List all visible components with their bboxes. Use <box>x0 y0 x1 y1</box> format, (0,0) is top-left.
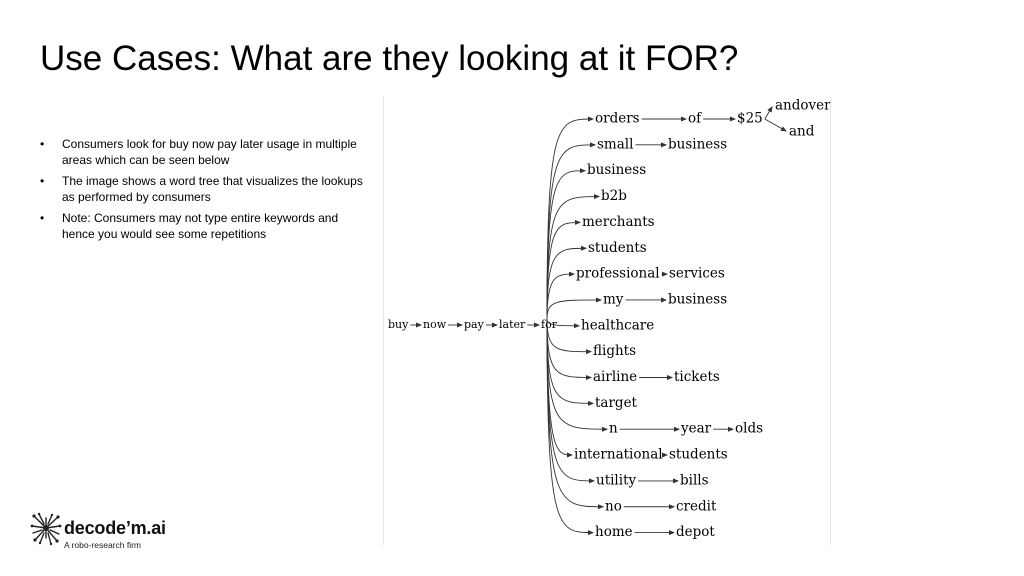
tree-edge <box>546 219 581 320</box>
word-tree: buy now pay later for orders of $25 andover and sm… <box>388 98 830 541</box>
tree-word-node: airline <box>593 369 637 385</box>
bullet-item: Consumers look for buy now pay later usa… <box>40 136 370 168</box>
bullet-item: The image shows a word tree that visuali… <box>40 173 370 205</box>
tree-edge <box>546 318 594 536</box>
tree-word-node: target <box>595 395 638 411</box>
tree-word-node: of <box>688 111 702 127</box>
tree-word-node: business <box>668 291 727 307</box>
tree-word-node: business <box>668 136 727 152</box>
tree-root-word: for <box>541 318 558 331</box>
tree-word-node: utility <box>596 472 636 488</box>
tree-word-node: tickets <box>674 369 720 385</box>
tree-word-node: $25 <box>737 111 763 127</box>
tree-word-node: olds <box>735 421 763 437</box>
tree-word-node: professional <box>576 266 660 282</box>
tree-word-node: merchants <box>582 214 655 230</box>
word-tree-panel: buy now pay later for orders of $25 andover and sm… <box>383 97 831 545</box>
tree-root-word: later <box>499 318 526 331</box>
tree-edge <box>546 297 602 320</box>
tree-edge <box>546 271 575 320</box>
tree-word-node: students <box>669 447 728 463</box>
tree-root-word: pay <box>464 318 485 331</box>
tree-word-node: and <box>789 124 815 140</box>
tree-word-node: home <box>595 524 633 540</box>
tree-word-node: international <box>574 447 663 463</box>
tree-word-node: b2b <box>601 188 627 204</box>
bullet-list: Consumers look for buy now pay later usa… <box>40 136 370 247</box>
company-logo: decode’m.ai A robo-research firm <box>30 512 230 552</box>
tree-edge <box>546 168 586 320</box>
tree-word-node: orders <box>595 111 640 127</box>
tree-edge <box>546 245 587 320</box>
tree-word-node: bills <box>680 472 709 488</box>
slide-title: Use Cases: What are they looking at it F… <box>40 39 739 78</box>
tree-word-node: flights <box>593 343 636 359</box>
tree-word-node: n <box>609 421 618 437</box>
tree-edge <box>764 106 773 120</box>
logo-tagline: A robo-research firm <box>64 540 141 550</box>
logo-name: decode’m.ai <box>64 518 166 538</box>
tree-root-word: now <box>423 318 447 331</box>
tree-word-node: small <box>597 136 633 152</box>
tree-word-node: depot <box>676 524 715 540</box>
brain-network-icon <box>30 512 62 546</box>
tree-word-node: services <box>669 266 725 282</box>
tree-word-node: credit <box>676 498 717 514</box>
tree-word-node: my <box>603 291 624 307</box>
bullet-item: Note: Consumers may not type entire keyw… <box>40 210 370 242</box>
tree-word-node: no <box>605 498 622 514</box>
tree-word-node: year <box>680 421 712 437</box>
tree-word-node: andover <box>775 98 830 114</box>
tree-edge <box>764 118 787 132</box>
tree-word-node: students <box>588 240 647 256</box>
tree-word-node: business <box>587 162 646 178</box>
tree-root-word: buy <box>388 318 409 331</box>
tree-word-node: healthcare <box>581 317 654 333</box>
